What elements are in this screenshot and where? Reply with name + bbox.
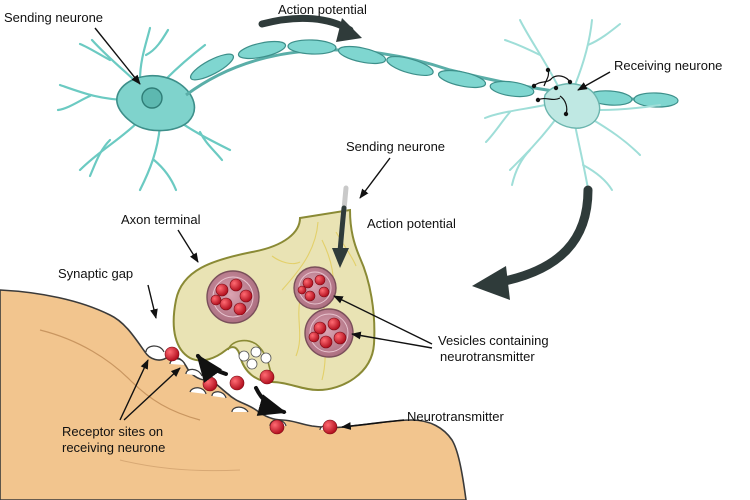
receiving-neurone-body xyxy=(543,83,601,129)
receiving-neurone-membrane xyxy=(0,289,467,500)
label-pointers xyxy=(94,27,611,430)
label-vesicles-line2: neurotransmitter xyxy=(440,349,535,364)
receiving-neurone-dendrites xyxy=(484,19,661,201)
label-sending-neurone-top: Sending neurone xyxy=(4,10,104,25)
label-action-potential-top: Action potential xyxy=(278,2,367,17)
label-synaptic-gap: Synaptic gap xyxy=(58,266,134,281)
label-vesicles-line1: Vesicles containing xyxy=(438,333,549,348)
vesicle-contents xyxy=(210,274,347,349)
label-sending-neurone-mid: Sending neurone xyxy=(346,139,446,154)
label-receiving-neurone: Receiving neurone xyxy=(614,58,723,73)
release-arrows xyxy=(196,353,287,416)
label-action-potential-mid: Action potential xyxy=(367,216,456,231)
synapse-contact-dots xyxy=(531,67,573,117)
action-potential-arrow-top xyxy=(258,14,362,42)
sending-neurone-body xyxy=(116,75,196,132)
label-axon-terminal: Axon terminal xyxy=(121,212,201,227)
label-neurotransmitter: Neurotransmitter xyxy=(407,409,504,424)
vesicle-2 xyxy=(293,266,337,310)
label-receptor-line2: receiving neurone xyxy=(62,440,166,455)
zoom-arrow xyxy=(472,185,593,300)
fusing-vesicle xyxy=(238,346,272,370)
action-potential-arrow-mid xyxy=(332,185,349,268)
label-receptor-line1: Receptor sites on xyxy=(62,424,164,439)
axon-myelin xyxy=(185,39,679,108)
